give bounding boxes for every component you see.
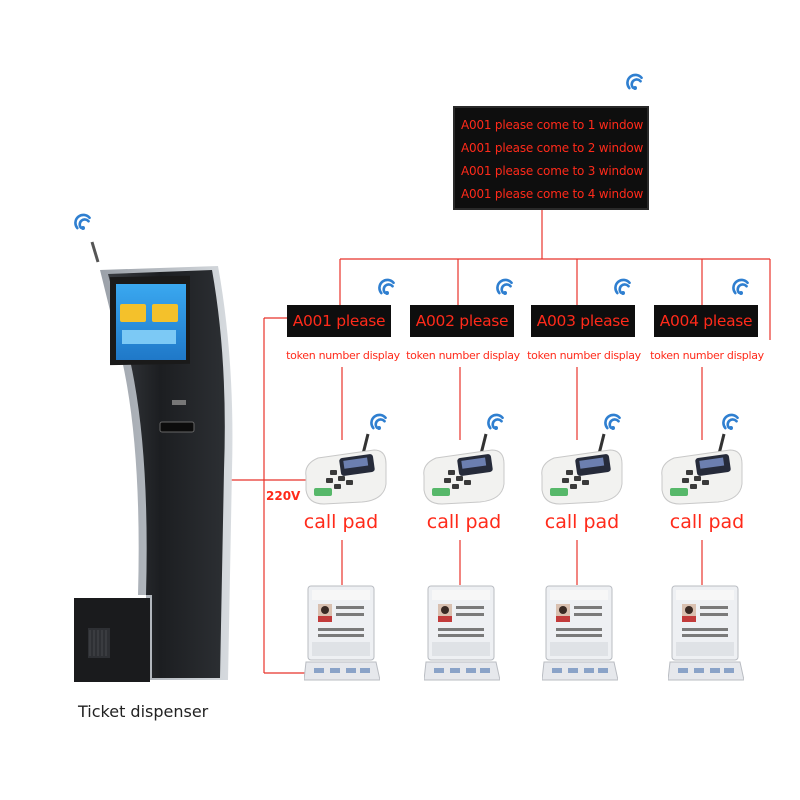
call-pad-label: call pad xyxy=(544,511,620,533)
window-display-stand xyxy=(424,585,500,681)
token-display-2: A002 please xyxy=(410,305,514,337)
main-display-line: A001 please come to 2 window xyxy=(461,141,644,155)
token-display-1: A001 please xyxy=(287,305,391,337)
main-led-display: A001 please come to 1 window A001 please… xyxy=(453,106,649,210)
call-pad-label: call pad xyxy=(669,511,745,533)
ticket-dispenser-kiosk xyxy=(74,241,233,682)
power-voltage-label: 220V xyxy=(266,489,301,503)
token-display-caption: token number display xyxy=(527,349,641,362)
window-display-stand xyxy=(304,585,380,681)
wifi-icon xyxy=(732,278,749,295)
token-display-caption: token number display xyxy=(650,349,764,362)
call-pad-device xyxy=(423,433,505,505)
window-display-stand xyxy=(542,585,618,681)
token-display-3: A003 please xyxy=(531,305,635,337)
token-display-4: A004 please xyxy=(654,305,758,337)
wifi-icon xyxy=(487,413,504,430)
token-display-caption: token number display xyxy=(286,349,400,362)
call-pad-device xyxy=(661,433,743,505)
call-pad-device xyxy=(541,433,623,505)
main-display-line: A001 please come to 4 window xyxy=(461,187,644,201)
wifi-icon xyxy=(604,413,621,430)
token-display-caption: token number display xyxy=(406,349,520,362)
wifi-icon xyxy=(496,278,513,295)
wifi-icon xyxy=(378,278,395,295)
call-pad-label: call pad xyxy=(303,511,379,533)
window-display-stand xyxy=(668,585,744,681)
wifi-icon xyxy=(74,213,91,230)
wifi-icon xyxy=(614,278,631,295)
wifi-icon xyxy=(370,413,387,430)
call-pad-device xyxy=(305,433,387,505)
wifi-icon xyxy=(626,73,643,90)
call-pad-label: call pad xyxy=(426,511,502,533)
wifi-icon xyxy=(722,413,739,430)
main-display-line: A001 please come to 3 window xyxy=(461,164,644,178)
main-display-line: A001 please come to 1 window xyxy=(461,118,644,132)
ticket-dispenser-label: Ticket dispenser xyxy=(78,702,209,721)
